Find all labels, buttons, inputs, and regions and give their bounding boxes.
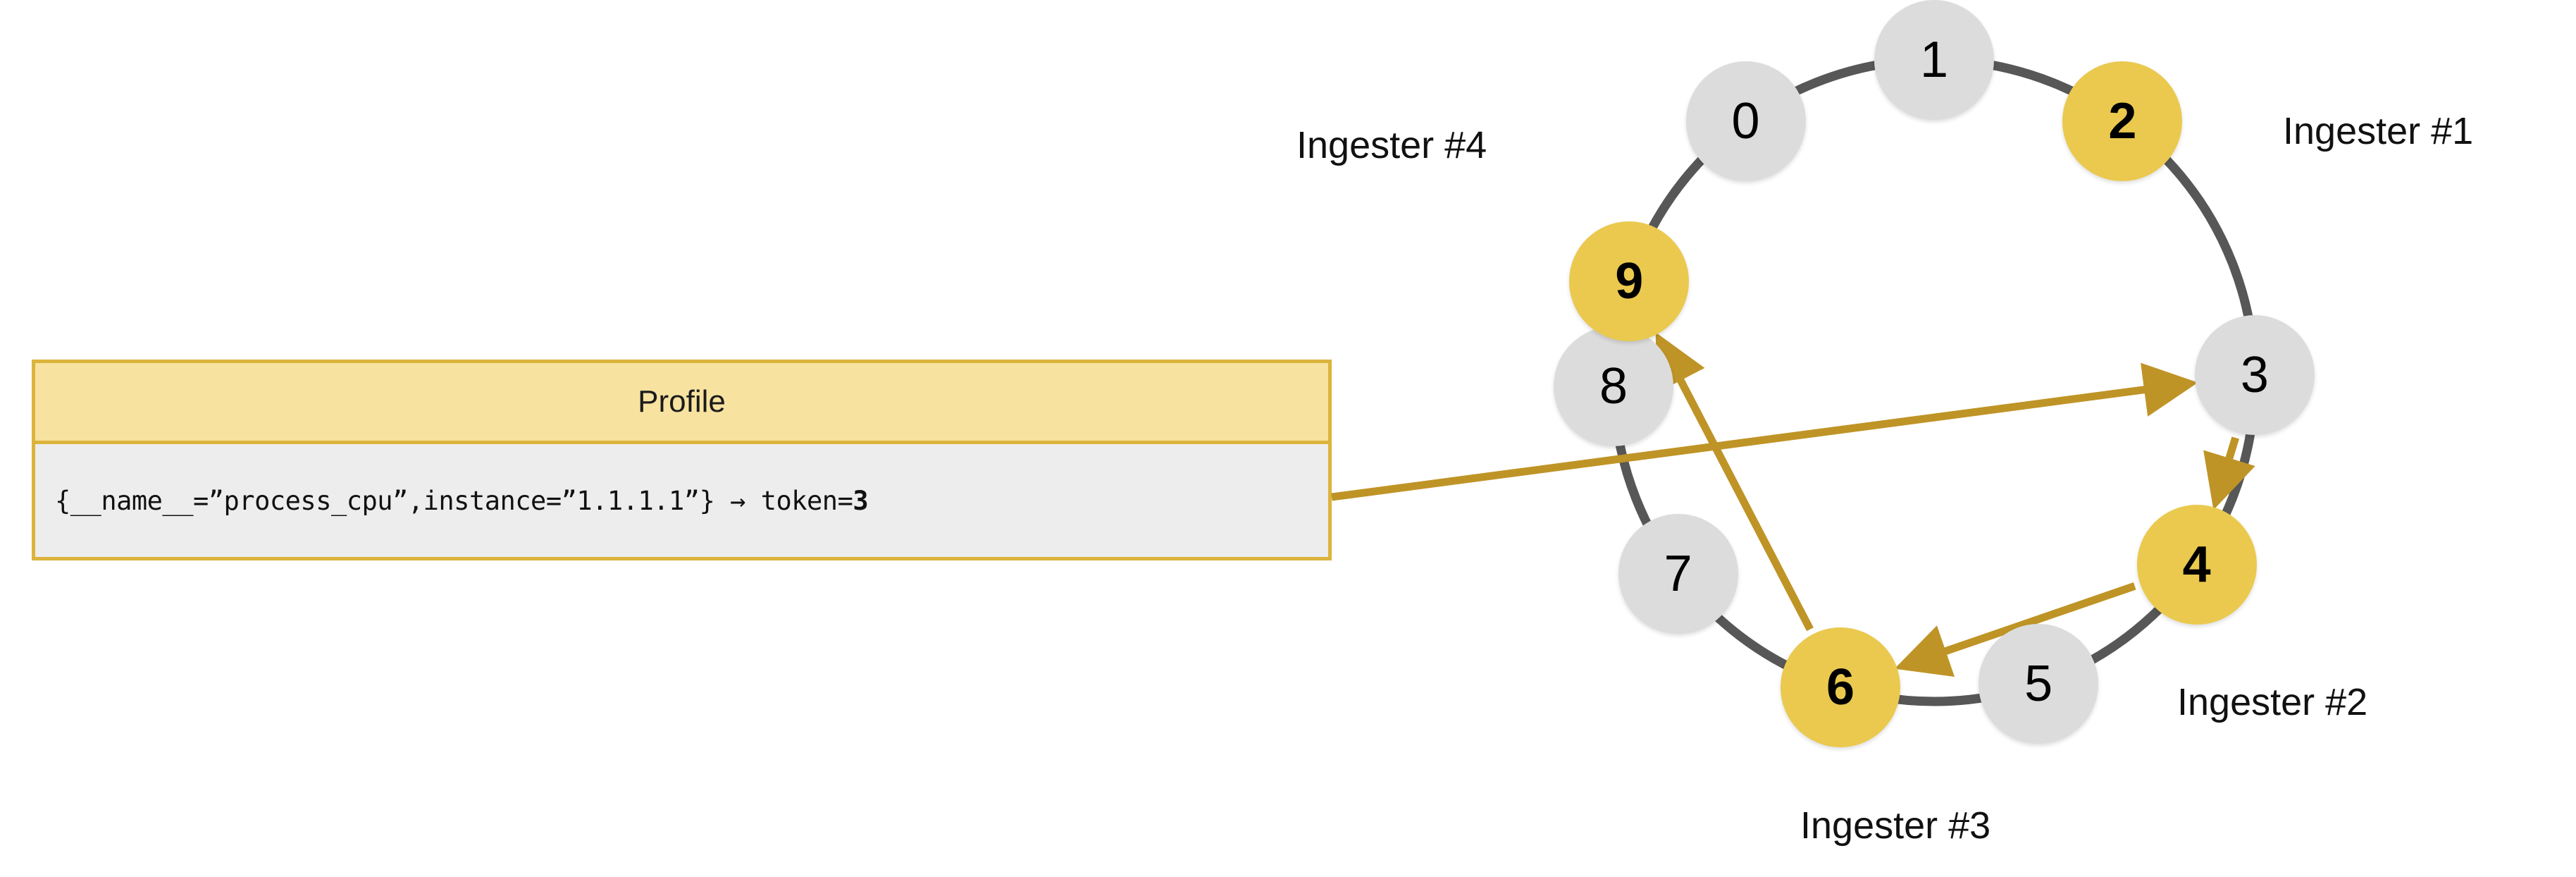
ring-node-label: 0 [1731, 92, 1760, 149]
ring-node-5[interactable]: 5 [1979, 624, 2099, 744]
token-routing-arrows [1331, 332, 2255, 677]
profile-card-divider [35, 441, 1328, 444]
ring-node-2[interactable]: 2 [2062, 61, 2183, 181]
ring-node-3[interactable]: 3 [2194, 315, 2315, 436]
profile-card-title: Profile [35, 363, 1328, 441]
ring-node-label: 4 [2182, 536, 2211, 593]
profile-expression: {__name__=”process_cpu”,instance=”1.1.1.… [55, 485, 869, 516]
profile-card: Profile {__name__=”process_cpu”,instance… [32, 360, 1332, 560]
flow-arrow-3-to-4 [2203, 436, 2255, 510]
ring-node-label: 8 [1599, 357, 1628, 415]
ring-node-label: 6 [1826, 659, 1854, 716]
ingester-label-4: Ingester #4 [1296, 124, 1487, 166]
flow-arrow-profile-to-3 [1331, 362, 2198, 501]
ingester-label-1: Ingester #1 [2283, 110, 2474, 152]
ring-node-8[interactable]: 8 [1554, 326, 1674, 446]
profile-card-body: {__name__=”process_cpu”,instance=”1.1.1.… [35, 444, 1328, 557]
ring-node-4[interactable]: 4 [2136, 504, 2257, 625]
ring-node-1[interactable]: 1 [1874, 0, 1994, 120]
ring-node-label: 3 [2240, 347, 2269, 404]
ingester-label-3: Ingester #3 [1800, 804, 1991, 847]
ring-node-6[interactable]: 6 [1780, 627, 1900, 748]
profile-expression-text: {__name__=”process_cpu”,instance=”1.1.1.… [55, 485, 853, 516]
ingester-label-2: Ingester #2 [2177, 681, 2368, 723]
ring-node-label: 7 [1664, 545, 1692, 602]
ring-node-9[interactable]: 9 [1569, 221, 1690, 342]
ring-node-label: 5 [2024, 656, 2053, 713]
ring-node-0[interactable]: 0 [1685, 61, 1806, 181]
ring-node-label: 1 [1919, 32, 1949, 88]
ring-node-label: 9 [1615, 253, 1644, 310]
ring-node-7[interactable]: 7 [1618, 513, 1738, 634]
profile-expression-token: 3 [853, 485, 869, 516]
ring-node-label: 2 [2108, 92, 2137, 149]
